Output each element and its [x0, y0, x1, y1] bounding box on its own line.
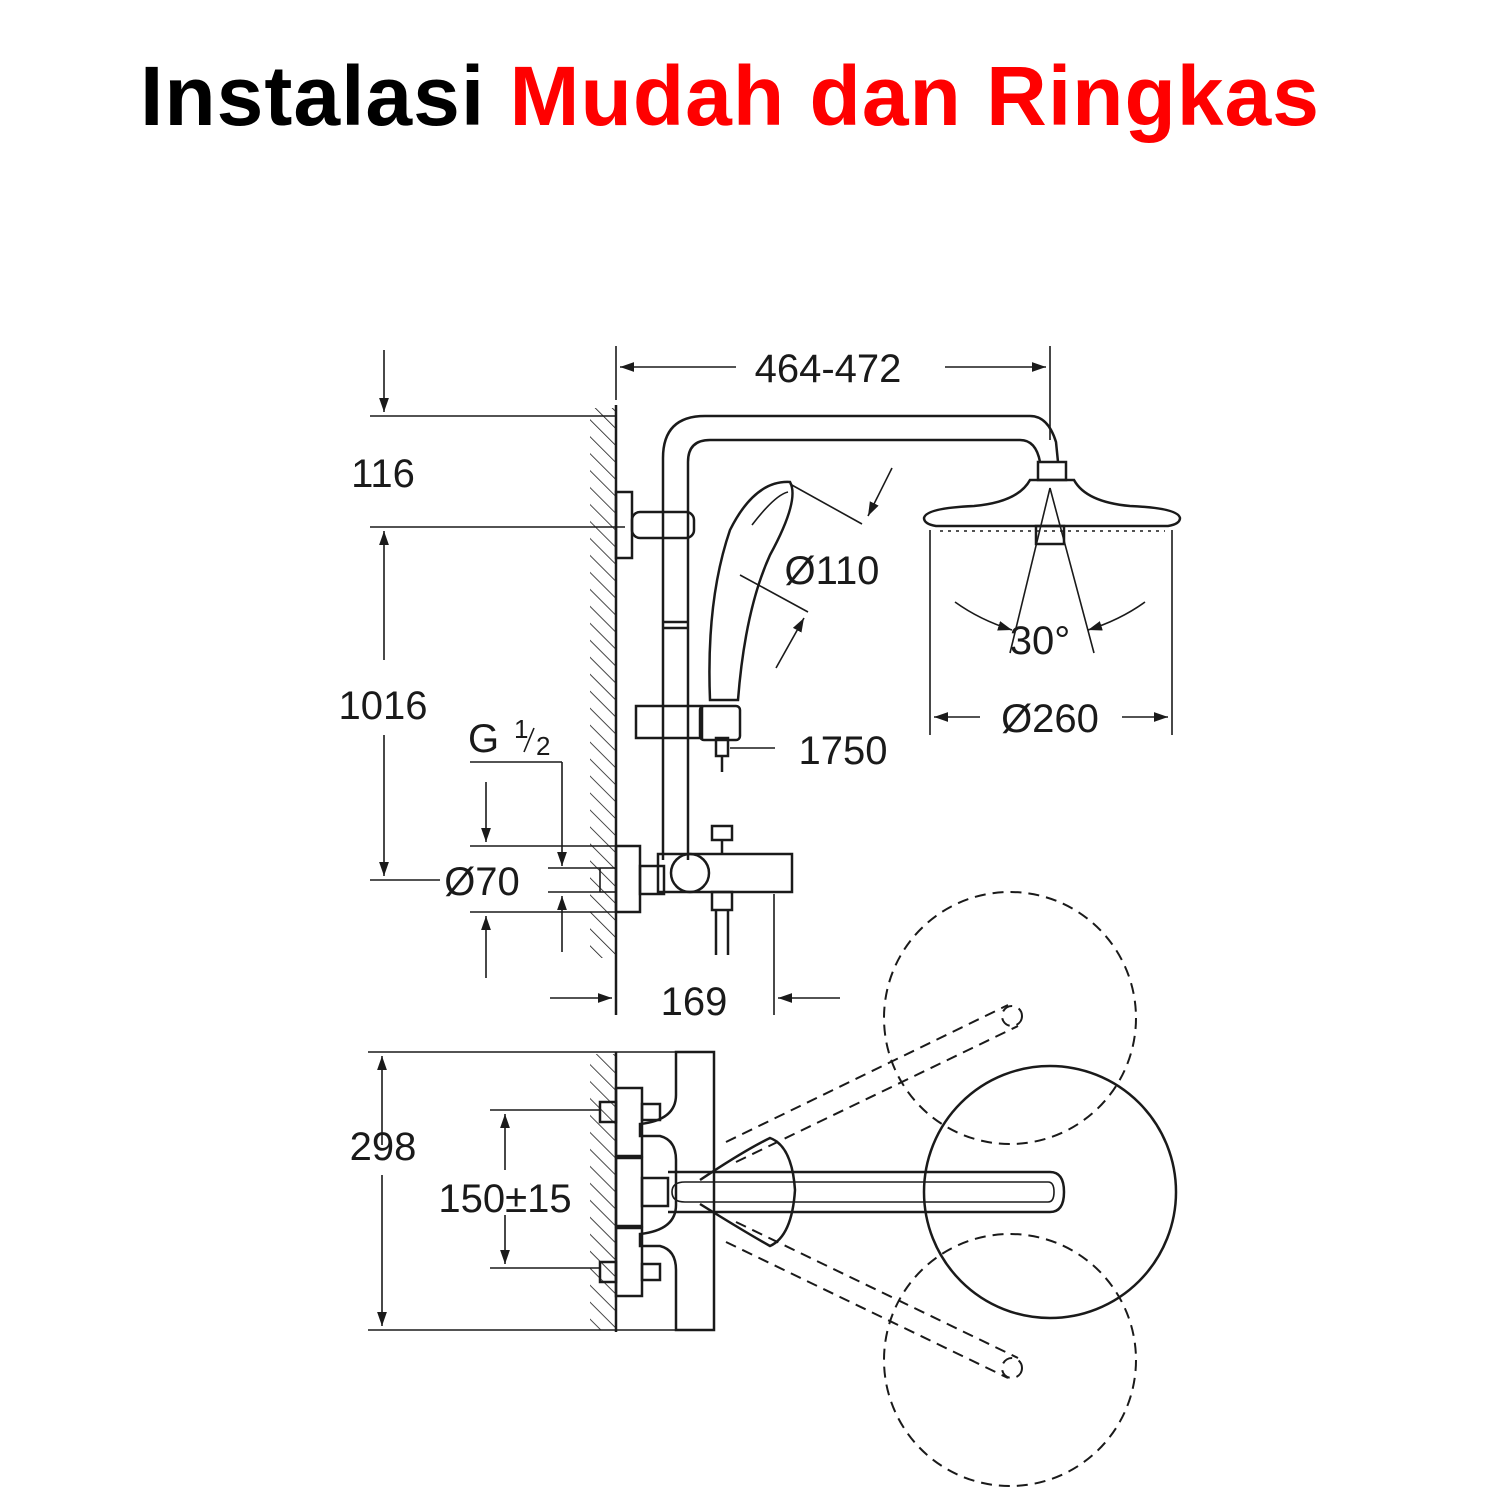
- dim-thread-den: 2: [536, 731, 550, 761]
- dim-hose-label: 1750: [799, 729, 888, 773]
- top-view: 298 150±15: [350, 891, 1178, 1487]
- dim-width-arm-label: 464-472: [755, 347, 902, 391]
- page-title: Instalasi Mudah dan Ringkas: [0, 48, 1460, 145]
- dim-thread-num: 1: [514, 714, 528, 744]
- dim-spray-angle-label: 30°: [1010, 619, 1071, 663]
- title-black-part: Instalasi: [140, 49, 486, 143]
- dim-top-offset-label: 116: [351, 452, 415, 496]
- dimension-thread: G 1 2: [468, 714, 600, 952]
- wall-bracket: [614, 490, 696, 560]
- slider-holder: 1750: [634, 704, 888, 773]
- dim-thread-g: G: [468, 717, 499, 761]
- head-shower: 30° Ø260: [922, 460, 1182, 741]
- dim-centers-label: 150±15: [438, 1177, 571, 1221]
- hand-shower: Ø110: [708, 467, 893, 702]
- dim-hand-shower-label: Ø110: [785, 549, 880, 593]
- dim-projection-label: 169: [661, 980, 728, 1024]
- dim-bar-length-label: 1016: [339, 684, 428, 728]
- thermostat-mixer: [599, 824, 794, 955]
- dimension-top-offset: 116: [351, 350, 625, 528]
- wall-hatch: [590, 408, 616, 958]
- riser-and-arm: [661, 414, 1060, 860]
- dimension-projection: 169: [550, 894, 840, 1024]
- dimension-escutcheon: Ø70: [444, 782, 616, 978]
- dimension-width-arm: 464-472: [615, 346, 1051, 440]
- dim-depth-label: 298: [350, 1125, 417, 1169]
- side-view: 464-472 116 1016: [339, 346, 1182, 1024]
- dimension-bar-length: 1016: [339, 531, 440, 881]
- wall-hatch-top: [590, 1054, 616, 1330]
- title-red-part: Mudah dan Ringkas: [509, 49, 1320, 143]
- dim-head-shower-label: Ø260: [1001, 697, 1099, 741]
- dim-escutcheon-label: Ø70: [444, 860, 520, 904]
